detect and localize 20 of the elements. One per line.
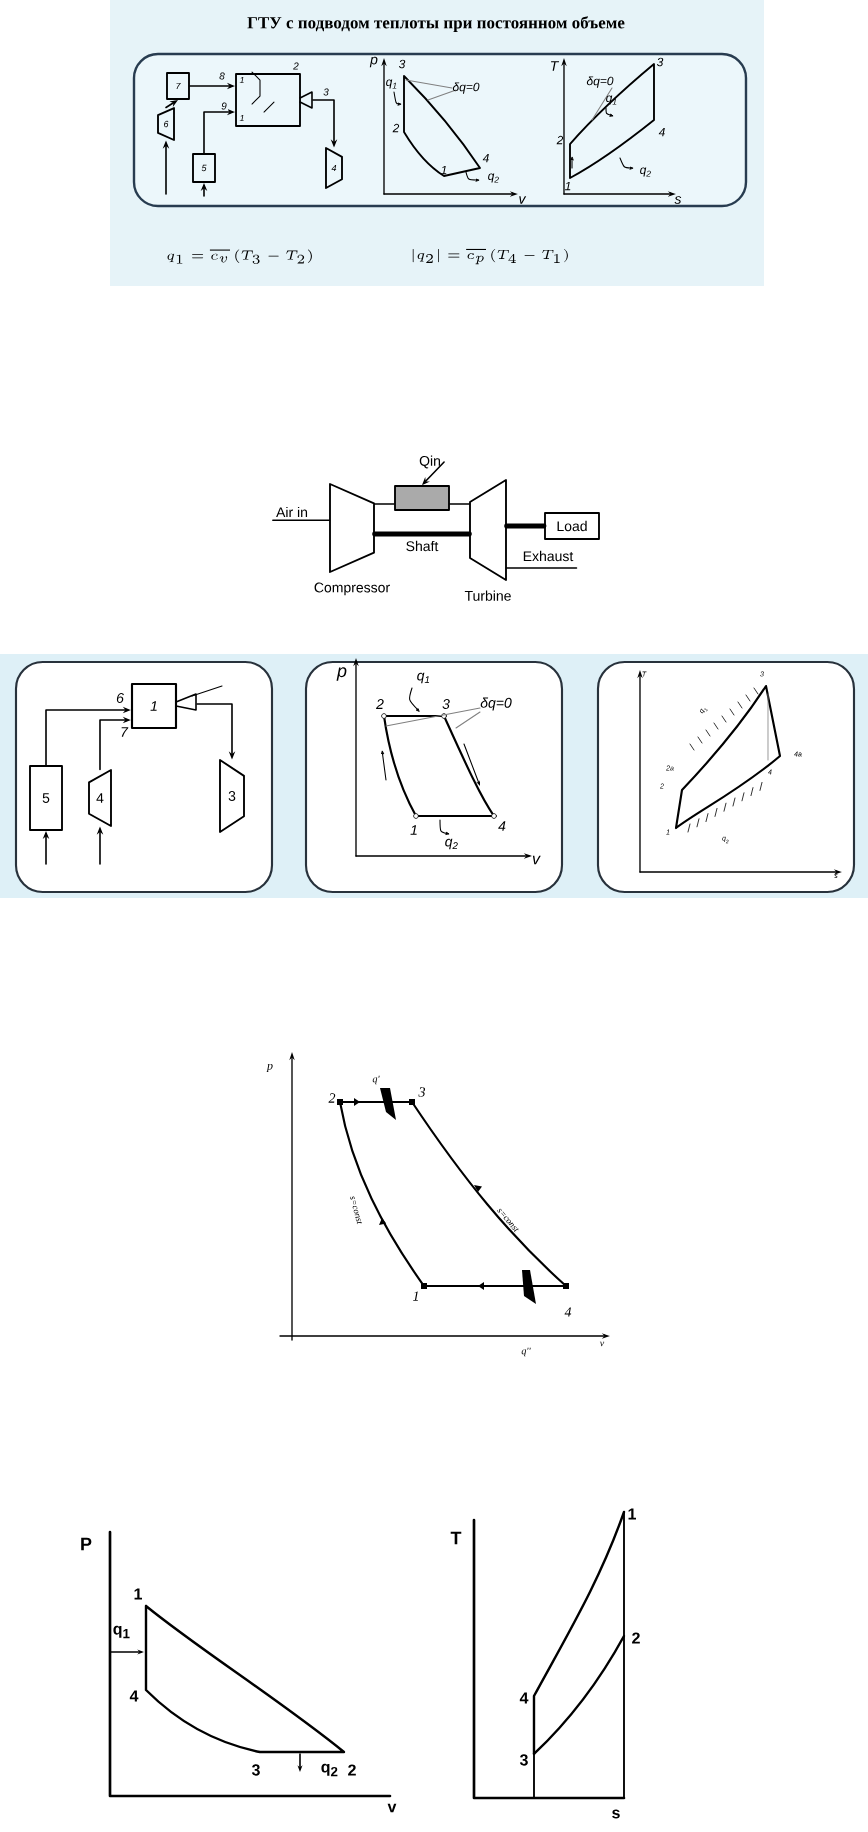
chart-label: P bbox=[81, 1537, 92, 1551]
chart-label: 4 bbox=[129, 1690, 139, 1702]
chart-label: 2 bbox=[632, 1632, 640, 1644]
formula: $q_1 = \overline{c_v}\left(T_3 - T_2\right)$ bbox=[167, 249, 312, 264]
chart-label: 4 bbox=[519, 1692, 529, 1704]
chart-label: v bbox=[387, 1803, 397, 1813]
chart-label: 3 bbox=[519, 1754, 528, 1766]
formula: $\left|q_2\right| = \overline{c_p}\left(T_4 - T_1\right)$ bbox=[412, 248, 568, 265]
chart-label: 1 bbox=[134, 1588, 142, 1600]
chart-label: q$_{1}$ bbox=[113, 1625, 130, 1639]
chart-label: 2 bbox=[348, 1764, 356, 1776]
chart-label: T bbox=[450, 1531, 462, 1545]
chart-label: s bbox=[612, 1809, 620, 1819]
title: ГТУ с подводом теплоты при постоянном объеме bbox=[247, 16, 625, 32]
chart-label: 1 bbox=[628, 1508, 636, 1520]
chart-label: q$_{2}$ bbox=[321, 1763, 338, 1777]
combustor-box bbox=[394, 485, 450, 511]
chart-label: 3 bbox=[251, 1764, 260, 1776]
chart-label: v bbox=[532, 855, 541, 865]
chart-label: p bbox=[336, 667, 347, 681]
